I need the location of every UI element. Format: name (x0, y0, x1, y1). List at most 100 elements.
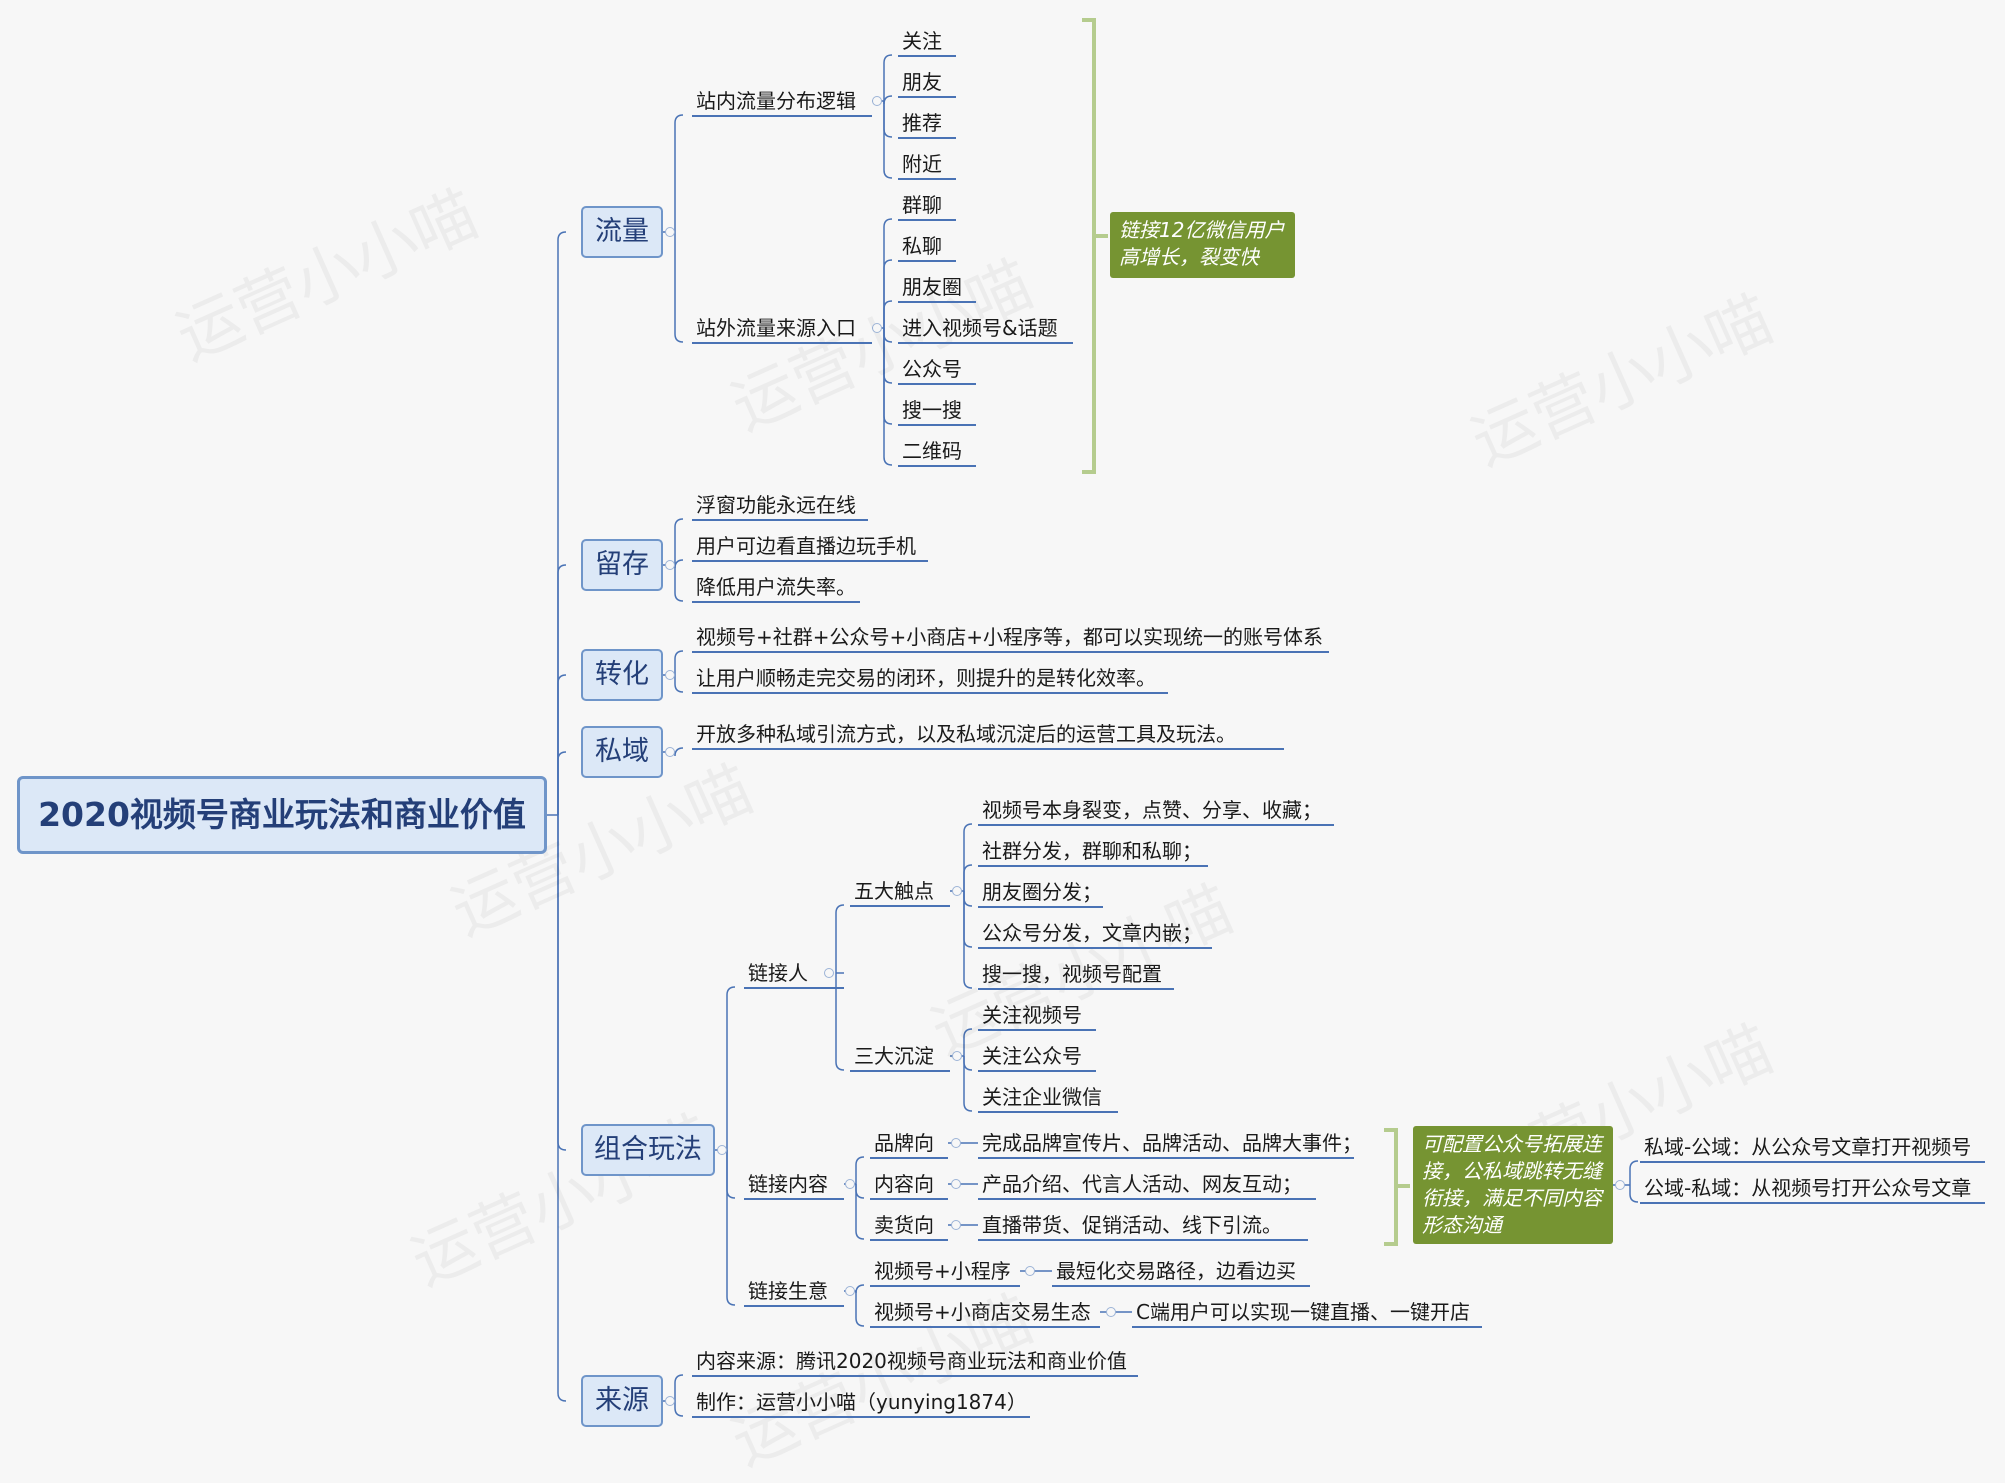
traffic-summary-note[interactable]: 链接12亿微信用户高增长，裂变快 (1110, 212, 1295, 278)
collapse-toggle[interactable] (665, 1396, 675, 1406)
root-connector (557, 231, 567, 815)
collapse-toggle[interactable] (1025, 1266, 1035, 1276)
business-combo-detail[interactable]: 最短化交易路径，边看边买 (1052, 1257, 1310, 1287)
topic-five-touchpoints[interactable]: 五大触点 (850, 877, 950, 907)
retention-connector (674, 518, 684, 565)
collapse-toggle[interactable] (665, 560, 675, 570)
offsite-connector (883, 259, 893, 328)
content-summary-bracket (1384, 1128, 1410, 1246)
conversion-item[interactable]: 视频号+社群+公众号+小商店+小程序等，都可以实现统一的账号体系 (692, 623, 1329, 653)
topic-onsite-traffic[interactable]: 站内流量分布逻辑 (692, 87, 872, 117)
collapse-toggle[interactable] (872, 323, 882, 333)
topic-offsite-item[interactable]: 朋友圈 (898, 273, 976, 303)
topic-onsite-item[interactable]: 附近 (898, 150, 956, 180)
collapse-toggle[interactable] (951, 1138, 961, 1148)
branch-private-domain[interactable]: 私域 (581, 726, 663, 778)
topic-offsite-item[interactable]: 私聊 (898, 232, 956, 262)
five-connector (963, 891, 973, 948)
topic-onsite-item[interactable]: 关注 (898, 27, 956, 57)
content-type-label[interactable]: 品牌向 (870, 1129, 948, 1159)
touchpoint-item[interactable]: 社群分发，群聊和私聊； (978, 837, 1208, 867)
branch-conversion[interactable]: 转化 (581, 649, 663, 701)
domain-path-item[interactable]: 私域-公域：从公众号文章打开视频号 (1640, 1133, 1985, 1163)
touchpoint-item[interactable]: 公众号分发，文章内嵌； (978, 919, 1212, 949)
retention-connector (674, 559, 684, 569)
traffic-connector (674, 232, 684, 343)
five-connector (963, 891, 973, 907)
touchpoint-item[interactable]: 搜一搜，视频号配置 (978, 960, 1174, 990)
content-type-detail[interactable]: 直播带货、促销活动、线下引流。 (978, 1211, 1308, 1241)
combo-connector (726, 1150, 736, 1306)
domain-path-item[interactable]: 公域-私域：从视频号打开公众号文章 (1640, 1174, 1985, 1204)
combo-connector (726, 986, 736, 1150)
topic-onsite-item[interactable]: 推荐 (898, 109, 956, 139)
retention-connector (674, 565, 684, 602)
retention-item[interactable]: 降低用户流失率。 (692, 573, 860, 603)
branch-combo[interactable]: 组合玩法 (581, 1124, 715, 1176)
branch-traffic[interactable]: 流量 (581, 206, 663, 258)
content-type-label[interactable]: 卖货向 (870, 1211, 948, 1241)
branch-retention[interactable]: 留存 (581, 539, 663, 591)
private-domain-item[interactable]: 开放多种私域引流方式，以及私域沉淀后的运营工具及玩法。 (692, 720, 1284, 750)
collapse-toggle[interactable] (824, 968, 834, 978)
collapse-toggle[interactable] (665, 747, 675, 757)
collapse-toggle[interactable] (845, 1179, 855, 1189)
business-connector (855, 1284, 865, 1294)
offsite-connector (883, 328, 893, 343)
topic-offsite-item[interactable]: 公众号 (898, 355, 976, 385)
collapse-toggle[interactable] (952, 886, 962, 896)
content-type-label[interactable]: 内容向 (870, 1170, 948, 1200)
topic-connect-content[interactable]: 链接内容 (744, 1170, 844, 1200)
business-combo-label[interactable]: 视频号+小程序 (870, 1257, 1020, 1287)
business-combo-detail[interactable]: C端用户可以实现一键直播、一键开店 (1132, 1298, 1482, 1328)
collapse-toggle[interactable] (1106, 1307, 1116, 1317)
retention-follow-item[interactable]: 关注公众号 (978, 1042, 1096, 1072)
people-connector (835, 904, 845, 973)
content-type-detail[interactable]: 产品介绍、代言人活动、网友互动； (978, 1170, 1316, 1200)
source-item[interactable]: 制作：运营小小喵（yunying1874） (692, 1388, 1030, 1418)
offsite-connector (883, 328, 893, 384)
retention-follow-item[interactable]: 关注视频号 (978, 1001, 1096, 1031)
offsite-connector (883, 218, 893, 328)
topic-offsite-item[interactable]: 群聊 (898, 191, 956, 221)
retention-item[interactable]: 浮窗功能永远在线 (692, 491, 868, 521)
retention-follow-item[interactable]: 关注企业微信 (978, 1083, 1118, 1113)
collapse-toggle[interactable] (665, 670, 675, 680)
business-combo-label[interactable]: 视频号+小商店交易生态 (870, 1298, 1100, 1328)
topic-offsite-item[interactable]: 二维码 (898, 437, 976, 467)
content-connector (855, 1184, 865, 1240)
root-connector (557, 674, 567, 815)
onsite-connector (883, 101, 893, 138)
source-item[interactable]: 内容来源：腾讯2020视频号商业玩法和商业价值 (692, 1347, 1138, 1377)
collapse-toggle[interactable] (845, 1286, 855, 1296)
collapse-toggle[interactable] (951, 1179, 961, 1189)
combo-connector (726, 1150, 736, 1199)
topic-connect-business[interactable]: 链接生意 (744, 1277, 844, 1307)
touchpoint-item[interactable]: 朋友圈分发； (978, 878, 1103, 908)
topic-offsite-item[interactable]: 搜一搜 (898, 396, 976, 426)
topic-offsite-item[interactable]: 进入视频号&话题 (898, 314, 1073, 344)
onsite-connector (883, 101, 893, 179)
topic-onsite-item[interactable]: 朋友 (898, 68, 956, 98)
root-topic[interactable]: 2020视频号商业玩法和商业价值 (17, 776, 547, 854)
collapse-toggle[interactable] (951, 1220, 961, 1230)
offsite-connector (883, 300, 893, 328)
retention-item[interactable]: 用户可边看直播边玩手机 (692, 532, 928, 562)
branch-source[interactable]: 来源 (581, 1375, 663, 1427)
collapse-toggle[interactable] (1615, 1180, 1625, 1190)
collapse-toggle[interactable] (872, 96, 882, 106)
content-connector (855, 1184, 865, 1199)
collapse-toggle[interactable] (952, 1051, 962, 1061)
content-type-detail[interactable]: 完成品牌宣传片、品牌活动、品牌大事件； (978, 1129, 1362, 1159)
root-connector (557, 815, 567, 1151)
topic-three-retentions[interactable]: 三大沉淀 (850, 1042, 950, 1072)
touchpoint-item[interactable]: 视频号本身裂变，点赞、分享、收藏； (978, 796, 1334, 826)
traffic-summary-bracket (1082, 18, 1108, 474)
five-connector (963, 891, 973, 989)
topic-connect-people[interactable]: 链接人 (744, 959, 844, 989)
collapse-toggle[interactable] (717, 1145, 727, 1155)
content-summary-note[interactable]: 可配置公众号拓展连接，公私域跳转无缝衔接，满足不同内容形态沟通 (1413, 1126, 1613, 1244)
conversion-item[interactable]: 让用户顺畅走完交易的闭环，则提升的是转化效率。 (692, 664, 1168, 694)
topic-offsite-traffic[interactable]: 站外流量来源入口 (692, 314, 872, 344)
collapse-toggle[interactable] (665, 227, 675, 237)
